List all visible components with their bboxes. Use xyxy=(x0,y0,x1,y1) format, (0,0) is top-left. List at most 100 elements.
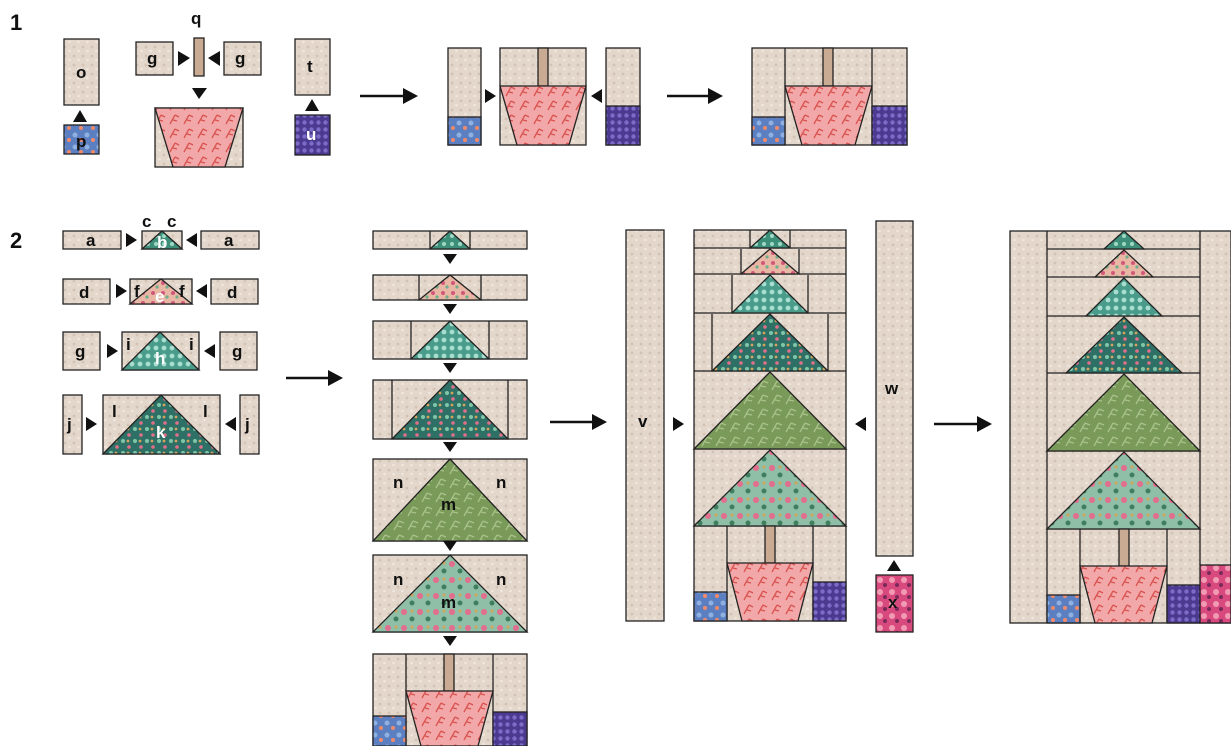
piece-p-sewn xyxy=(447,116,482,146)
piece-j-left xyxy=(62,394,83,455)
piece-e xyxy=(128,278,194,305)
tree-tier xyxy=(739,248,801,275)
piece-d-right xyxy=(210,278,259,305)
trunk xyxy=(443,653,455,692)
tree-tier xyxy=(710,313,830,372)
trunk xyxy=(1118,528,1130,567)
tree-tier xyxy=(692,371,848,450)
label-h: h xyxy=(155,349,165,368)
arrow-left-icon xyxy=(208,51,220,66)
arrow-up-icon xyxy=(887,560,901,571)
arrow-right-icon xyxy=(673,417,684,431)
trunk xyxy=(764,525,776,564)
label-n: n xyxy=(393,570,403,589)
label-i: i xyxy=(126,335,131,354)
label-o: o xyxy=(76,63,86,82)
piece-u xyxy=(294,114,331,156)
label-n: n xyxy=(496,473,506,492)
label-f: f xyxy=(134,282,140,301)
piece-d-left xyxy=(62,278,111,305)
arrow-long-icon xyxy=(550,414,607,430)
arrow-left-icon xyxy=(186,233,197,247)
arrow-down-icon xyxy=(443,636,457,646)
piece-o xyxy=(63,38,100,106)
label-d: d xyxy=(79,283,89,302)
arrow-right-icon xyxy=(86,417,97,431)
piece-k xyxy=(101,394,222,455)
pot-shape xyxy=(784,85,873,146)
label-p: p xyxy=(76,132,86,151)
arrow-down-icon xyxy=(443,541,457,551)
piece-t xyxy=(294,38,331,96)
label-g: g xyxy=(147,49,157,68)
label-v: v xyxy=(638,412,648,431)
piece-g-right xyxy=(223,41,262,76)
arrow-down-icon xyxy=(443,254,457,264)
arrow-down-icon xyxy=(443,304,457,314)
label-m: m xyxy=(441,495,456,514)
piece-p-sewn xyxy=(693,591,728,622)
piece-p-sewn xyxy=(1046,594,1081,624)
piece-u-sewn xyxy=(1166,584,1201,624)
tree-tier xyxy=(1084,277,1164,317)
piece-u-sewn xyxy=(812,581,847,622)
piece-u-sewn xyxy=(605,105,641,146)
piece-p xyxy=(63,124,100,155)
arrow-left-icon xyxy=(591,89,602,103)
label-g: g xyxy=(232,342,242,361)
arrow-right-icon xyxy=(107,344,118,358)
label-t: t xyxy=(307,57,313,76)
tree-tier xyxy=(417,274,483,301)
piece-g-right xyxy=(219,331,258,371)
label-a: a xyxy=(86,231,96,250)
pot-shape xyxy=(499,85,587,146)
tree-tier xyxy=(1045,373,1202,452)
label-k: k xyxy=(156,423,166,442)
step-number-1: 1 xyxy=(10,10,22,35)
tree-center-assembled xyxy=(692,229,848,622)
piece-x xyxy=(1199,564,1231,624)
tree-tier xyxy=(409,320,491,360)
tree-tier xyxy=(748,229,792,249)
pot-shape xyxy=(1079,565,1168,624)
tree-tier xyxy=(390,379,510,440)
label-g: g xyxy=(75,342,85,361)
label-w: w xyxy=(884,379,899,398)
label-n: n xyxy=(496,570,506,589)
step2-pieces: a c c b a d f f e d g i i h g j xyxy=(62,212,1231,746)
piece-h xyxy=(120,331,201,371)
piece-w xyxy=(875,220,914,557)
piece-q xyxy=(193,37,205,77)
tree-tier xyxy=(1093,249,1155,278)
finished-tree-block xyxy=(1009,230,1231,624)
piece-u-sewn xyxy=(871,105,908,146)
label-j: j xyxy=(66,415,72,434)
pot-shape xyxy=(405,690,494,746)
piece-x xyxy=(875,574,914,633)
arrow-up-icon xyxy=(73,110,87,122)
piece-a-left xyxy=(62,230,122,250)
tree-tier xyxy=(1064,316,1184,374)
tree-tier xyxy=(730,274,810,314)
arrow-right-icon xyxy=(178,51,190,66)
label-b: b xyxy=(157,233,167,252)
piece-p-sewn xyxy=(751,116,786,146)
arrow-down-icon xyxy=(192,88,207,99)
piece-b xyxy=(140,230,184,250)
trunk xyxy=(537,47,549,87)
pot-shape xyxy=(726,562,814,622)
label-u: u xyxy=(306,125,316,144)
arrow-long-icon xyxy=(286,370,343,386)
piece-u-sewn xyxy=(492,711,528,746)
step1-pieces: o p q g g t u xyxy=(63,9,908,168)
arrow-right-icon xyxy=(485,89,496,103)
arrow-left-icon xyxy=(855,417,866,431)
piece-p-sewn xyxy=(372,715,407,746)
label-j: j xyxy=(244,415,250,434)
arrow-left-icon xyxy=(225,417,236,431)
label-f: f xyxy=(179,282,185,301)
pot-shape xyxy=(154,107,244,168)
arrow-down-icon xyxy=(443,363,457,373)
tree-tier xyxy=(1102,230,1146,250)
